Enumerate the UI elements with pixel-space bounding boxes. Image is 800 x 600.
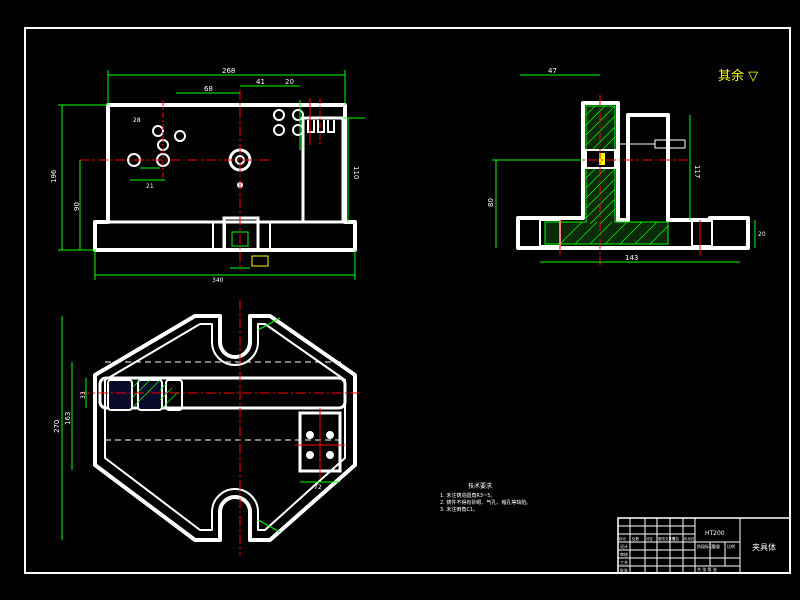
dim-text: 21 <box>146 183 154 190</box>
title-block-row: 更改文件号 <box>658 536 676 541</box>
dim-text: 72 <box>314 484 322 491</box>
top-block-hole <box>326 451 334 459</box>
front-view: 268 41 20 68 196 90 110 340 21 28 <box>50 67 365 284</box>
title-block-part-name: 夹具体 <box>752 542 776 552</box>
side-highlight <box>599 153 605 165</box>
dim-text: 33 <box>80 391 87 399</box>
dim-text: 110 <box>352 166 360 179</box>
title-block: HT200 夹具体 共 张 第 张 阶段标记 重量 比例 设计 审核 工艺 批准… <box>617 517 791 574</box>
dim-text: 196 <box>50 169 58 183</box>
front-right-column <box>301 116 345 224</box>
title-block-sheet: 共 张 第 张 <box>697 566 717 572</box>
tech-notes: 技术要求 1. 未注铸造圆角R3~5。 2. 铸件不得有砂眼、气孔、缩孔等缺陷。… <box>440 482 531 513</box>
dim-text: 163 <box>64 412 72 425</box>
title-block-frame <box>617 517 791 574</box>
tech-note-item: 3. 未注倒角C1。 <box>440 506 478 513</box>
title-block-scale-header: 重量 <box>712 543 720 549</box>
dim-text: 268 <box>222 67 235 75</box>
front-slot-teeth <box>307 120 335 133</box>
tech-note-item: 2. 铸件不得有砂眼、气孔、缩孔等缺陷。 <box>440 499 531 506</box>
dim-text: 270 <box>53 420 61 433</box>
top-view-outline <box>93 314 357 542</box>
title-block-scale-header: 比例 <box>727 543 735 549</box>
side-slot-right <box>691 219 713 247</box>
leader <box>257 519 281 533</box>
tech-note-item: 1. 未注铸造圆角R3~5。 <box>440 492 495 499</box>
top-block-hole <box>326 431 334 439</box>
dim-text: 20 <box>758 231 766 238</box>
title-block-label: 批准 <box>620 567 628 573</box>
title-block-row: 年月日 <box>684 536 695 541</box>
dim-text: 47 <box>548 67 557 75</box>
tech-notes-title: 技术要求 <box>468 482 492 490</box>
side-view: 47 80 117 143 20 <box>487 67 766 265</box>
top-view: 270 163 33 72 <box>53 300 360 555</box>
tolerance-box <box>251 255 269 267</box>
roughness-note: 其余 ▽ <box>718 68 758 84</box>
title-block-row: 签名 <box>672 536 679 541</box>
dim-text: 90 <box>73 202 81 211</box>
title-block-label: 工艺 <box>620 560 628 565</box>
title-block-label: 设计 <box>620 543 628 549</box>
side-hatch-section <box>544 105 669 245</box>
title-block-scale-header: 阶段标记 <box>697 543 713 549</box>
top-pocket <box>165 379 183 411</box>
dim-text: 68 <box>204 85 213 93</box>
dim-text: 20 <box>285 78 294 86</box>
front-hole <box>292 124 304 136</box>
title-block-label: 审核 <box>620 551 628 557</box>
front-hole <box>152 125 164 137</box>
front-hatch-block <box>231 231 249 247</box>
dim-text: 41 <box>256 78 265 86</box>
top-block-hole <box>306 451 314 459</box>
top-pocket <box>137 379 163 411</box>
front-hole <box>273 124 285 136</box>
front-center-slot-inner-r <box>257 221 271 251</box>
front-center-slot-inner <box>212 221 226 251</box>
front-hole <box>174 130 186 142</box>
title-block-material: HT200 <box>705 530 725 537</box>
hatch-lines <box>559 105 669 245</box>
front-hole <box>273 109 285 121</box>
dim-text: 28 <box>133 117 141 124</box>
dim-text: 143 <box>625 254 638 262</box>
title-block-row: 分区 <box>646 536 654 541</box>
front-hole <box>292 109 304 121</box>
sheet-border <box>24 27 791 574</box>
dim-text: 340 <box>212 277 224 284</box>
title-block-row: 处数 <box>632 536 640 541</box>
dim-text: 117 <box>693 165 701 178</box>
top-view-inner-outline <box>104 323 346 531</box>
title-block-row: 标记 <box>619 536 627 541</box>
top-block-hole <box>306 431 314 439</box>
top-pocket <box>107 379 133 411</box>
leader <box>257 317 281 331</box>
dim-text: 80 <box>487 198 495 207</box>
